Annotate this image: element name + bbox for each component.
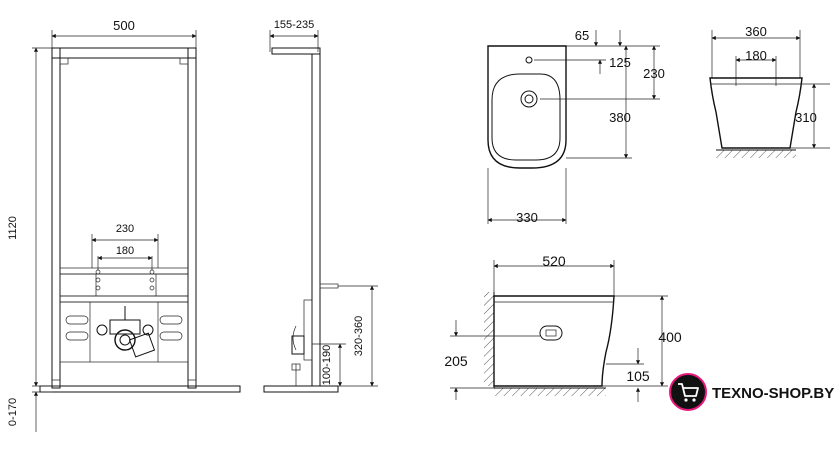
frame-pipe-height-dim: 100-190: [321, 345, 333, 385]
frame-side-view: 155-235 100-190 320-360: [263, 19, 378, 393]
bidet-top-view: 65 125 230 380 330: [487, 28, 665, 225]
bidet-front-hole-spacing-dim: 180: [745, 48, 767, 63]
store-logo[interactable]: TEXNO-SHOP.BY: [669, 373, 834, 411]
logo-badge: [670, 374, 706, 410]
logo-text: TEXNO-SHOP.BY: [712, 385, 834, 402]
frame-leg-dim: 0-170: [7, 398, 19, 426]
frame-height-dim: 1120: [7, 216, 19, 240]
bidet-side-view: 520 400 205 105: [444, 253, 682, 402]
frame-outer-spacing-dim: 230: [116, 223, 134, 235]
bidet-top-width-dim: 330: [516, 210, 538, 225]
bidet-front-top-width-dim: 360: [745, 24, 767, 39]
bidet-top-offset-dim: 65: [575, 28, 589, 43]
bidet-top-depth-dim: 230: [643, 66, 665, 81]
bidet-side-length-dim: 520: [542, 253, 566, 269]
bidet-side-outlet-height-dim: 205: [444, 353, 468, 369]
bidet-front-view: 360 180 310: [709, 24, 830, 158]
bidet-top-hole-dim: 125: [609, 55, 631, 70]
cart-icon: [678, 383, 699, 402]
frame-depth-dim: 155-235: [274, 19, 314, 31]
bidet-side-base-height-dim: 105: [626, 368, 650, 384]
bidet-top-length-dim: 380: [609, 110, 631, 125]
frame-bracket-height-dim: 320-360: [353, 316, 365, 356]
frame-front-view: 500: [7, 18, 241, 432]
frame-inner-spacing-dim: 180: [116, 245, 134, 257]
bidet-side-height-dim: 400: [658, 329, 682, 345]
frame-width-dim: 500: [113, 18, 135, 33]
bidet-front-height-dim: 310: [795, 110, 817, 125]
logo-badge-ring: [669, 373, 707, 411]
